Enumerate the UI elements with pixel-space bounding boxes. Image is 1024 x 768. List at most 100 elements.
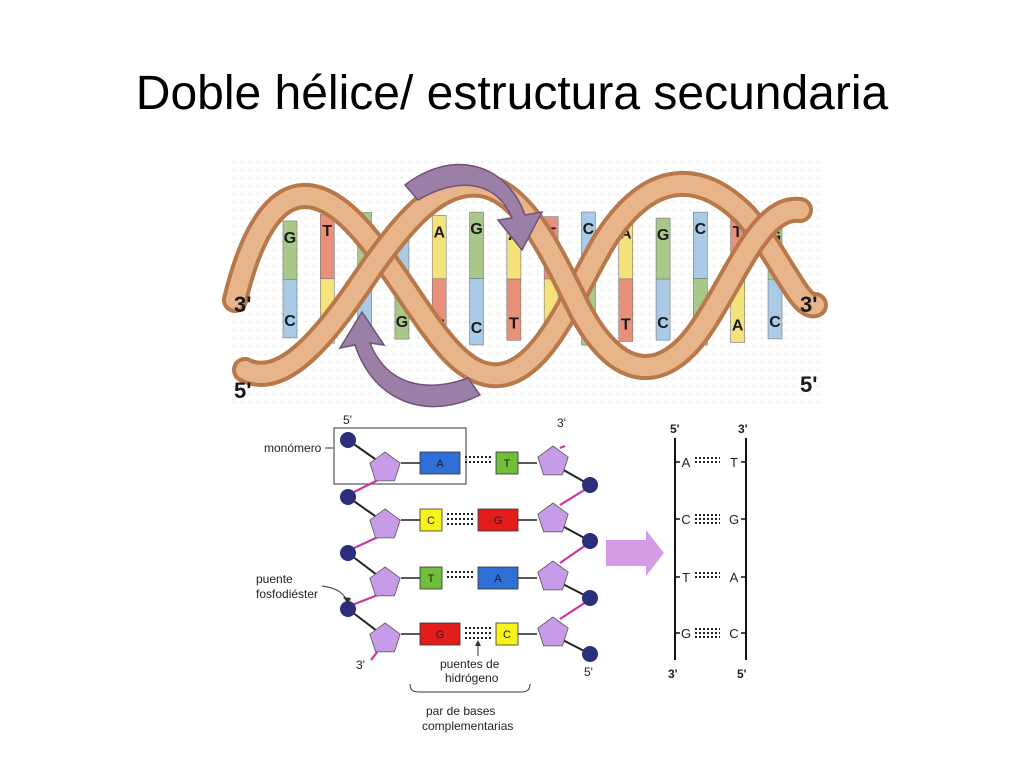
hydrogen-bonds-label-line1: puentes de <box>440 657 500 671</box>
helix-rung: GC <box>655 217 671 341</box>
phosphodiester-bond <box>559 544 587 564</box>
helix-left-bottom-end-label: 5' <box>234 378 251 403</box>
phosphodiester-bond-label-line2: fosfodiéster <box>256 587 318 601</box>
phosphodiester-bond <box>559 488 587 506</box>
base-letter: C <box>503 629 511 641</box>
base-letter: C <box>427 515 435 527</box>
base-letter: T <box>504 458 511 470</box>
helix-right-top-end-label: 3' <box>800 292 817 317</box>
chem-3prime-bottom-label: 3' <box>356 658 365 672</box>
phosphodiester-bond <box>351 479 379 494</box>
base-letter: A <box>494 573 502 585</box>
simple-bottom-right-label: 5' <box>737 667 747 681</box>
helix-base-letter: A <box>732 317 744 334</box>
twist-arrow-bottom <box>338 310 482 408</box>
base-box <box>419 566 443 590</box>
helix-base-letter: C <box>284 313 296 330</box>
chem-3prime-top-label: 3' <box>557 416 566 430</box>
helix-rung: GC <box>282 220 298 339</box>
simple-base-letter: T <box>730 455 738 470</box>
base-box <box>419 622 461 646</box>
sugar-pentagon <box>369 451 401 482</box>
helix-left-top-end-label: 3' <box>234 292 251 317</box>
simple-base-letter: T <box>682 570 690 585</box>
helix-base-letter: G <box>396 314 408 331</box>
chem-5prime-top-label: 5' <box>343 413 352 427</box>
simple-bottom-left-label: 3' <box>668 667 678 681</box>
helix-base-C <box>655 278 671 341</box>
helix-base-C <box>469 278 484 346</box>
hydrogen-bonds-label-line2: hidrógeno <box>445 671 499 685</box>
base-box <box>419 451 461 475</box>
simple-base-letter: G <box>681 626 691 641</box>
base-box <box>419 508 443 532</box>
phosphate-group <box>340 545 356 561</box>
sugar-pentagon <box>369 622 401 653</box>
sugar-phosphate-backbones <box>351 444 587 661</box>
helix-base-letter: G <box>470 221 482 238</box>
helix-base-C <box>282 279 298 339</box>
sugar-pentagon <box>369 508 401 539</box>
helix-base-letter: G <box>284 230 296 247</box>
twist-arrow-top <box>403 163 544 252</box>
simple-base-letter: G <box>729 512 739 527</box>
helix-right-bottom-end-label: 5' <box>800 372 817 397</box>
simple-base-letter: C <box>681 512 690 527</box>
phosphate-group <box>582 646 598 662</box>
simple-base-letter: A <box>682 455 691 470</box>
chem-5prime-bottom-label: 5' <box>584 665 593 679</box>
transition-arrow <box>606 530 664 576</box>
simple-top-left-label: 5' <box>670 422 680 436</box>
phosphodiester-bond <box>370 650 379 661</box>
base-letter: G <box>494 515 503 527</box>
monomer-label: monómero <box>264 441 322 455</box>
complementary-pair-label-line1: par de bases <box>426 704 495 718</box>
phosphodiester-bond <box>351 593 379 607</box>
sugar-pentagon <box>537 445 569 476</box>
sugar-pentagon <box>537 560 569 591</box>
phosphate-group <box>582 590 598 606</box>
helix-base-T <box>618 278 634 342</box>
complementary-pair-label-line2: complementarias <box>422 719 513 733</box>
base-letter: A <box>436 458 444 470</box>
helix-base-T <box>506 278 522 341</box>
helix-base-letter: C <box>657 315 669 332</box>
simple-base-letter: A <box>730 570 739 585</box>
complementary-pair-bracket <box>409 683 531 693</box>
slide-title: Doble hélice/ estructura secundaria <box>135 67 889 120</box>
sugar-pentagon <box>537 616 569 647</box>
helix-base-letter: T <box>621 316 631 333</box>
phosphate-group <box>582 533 598 549</box>
helix-base-letter: C <box>471 320 483 337</box>
phosphodiester-bond <box>559 444 566 450</box>
helix-base-letter: A <box>433 224 445 241</box>
sugar-pentagon <box>537 502 569 533</box>
phosphate-group <box>340 432 356 448</box>
helix-base-letter: T <box>322 223 332 240</box>
helix-base-letter: T <box>733 224 743 241</box>
base-letter: T <box>428 573 435 585</box>
phosphate-group <box>340 601 356 617</box>
phosphodiester-bond <box>559 601 587 620</box>
sugar-pentagon <box>369 566 401 597</box>
helix-rung: GC <box>469 211 484 346</box>
helix-base-letter: T <box>509 315 519 332</box>
phosphate-group <box>582 477 598 493</box>
helix-rung: AT <box>618 216 634 342</box>
simple-base-letter: C <box>729 626 738 641</box>
helix-base-letter: C <box>769 314 781 331</box>
helix-base-letter: C <box>583 221 595 238</box>
base-letter: G <box>436 629 445 641</box>
